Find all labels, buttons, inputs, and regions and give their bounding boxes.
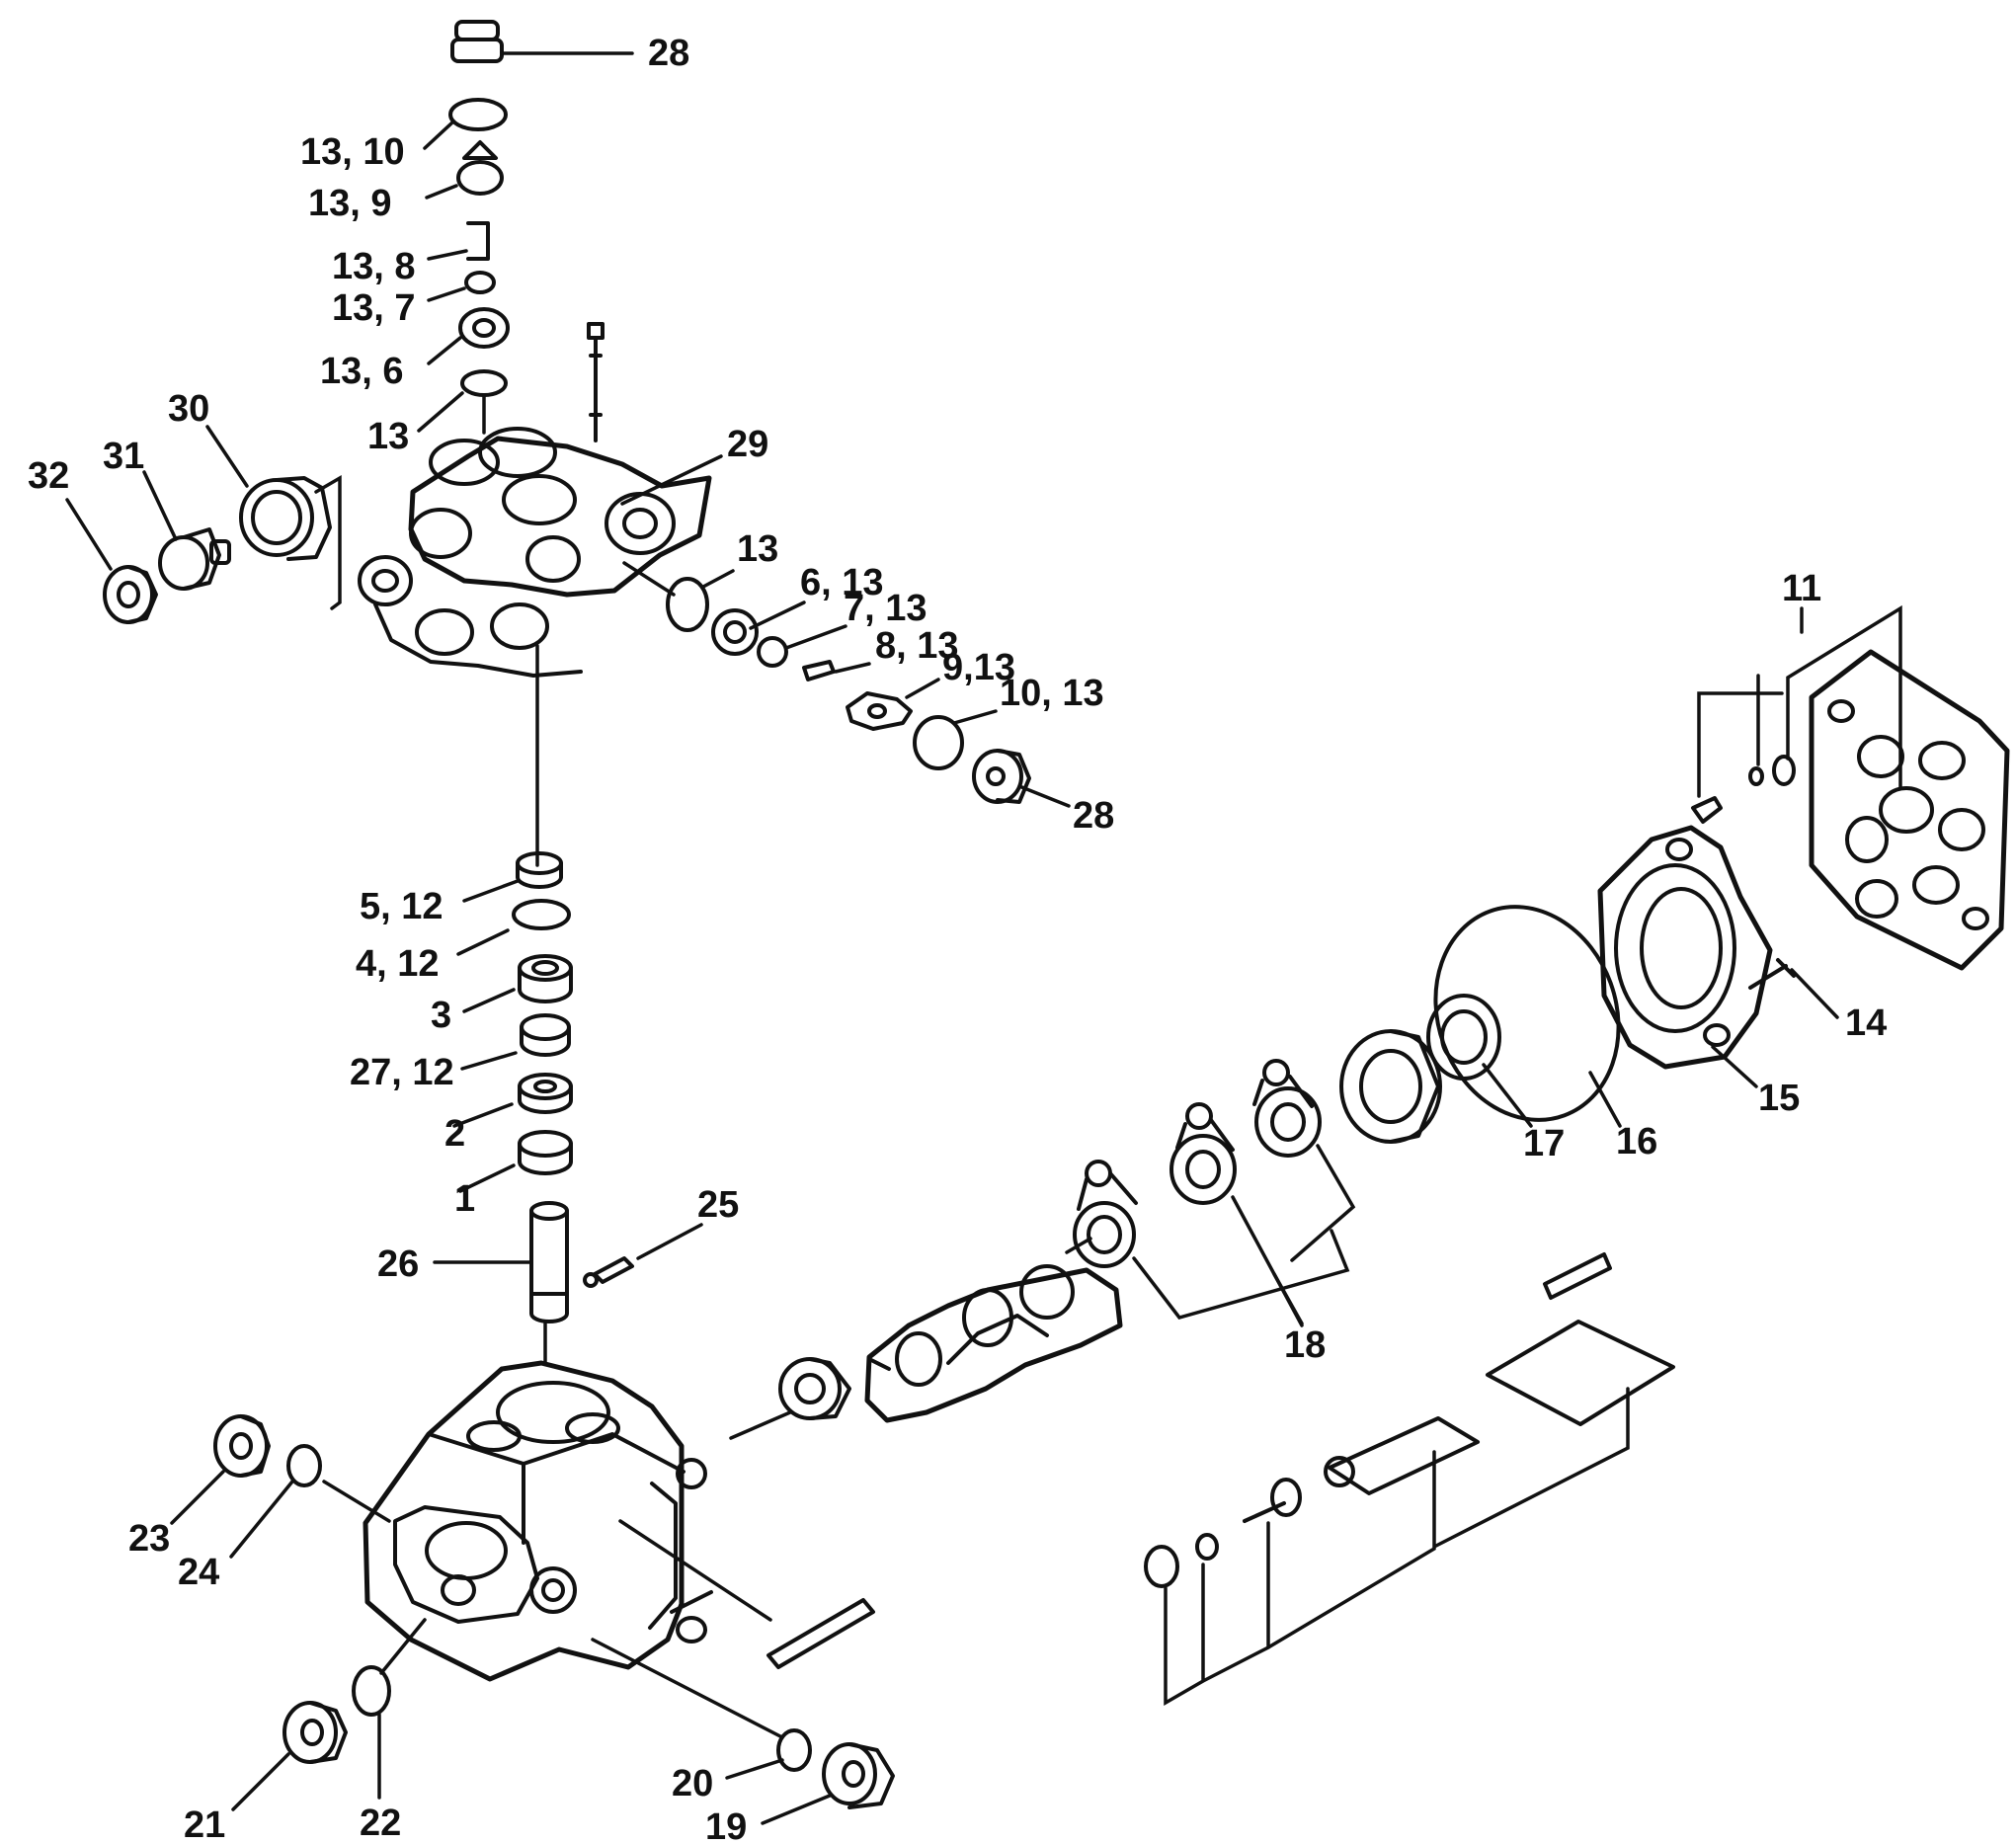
gasket-plate: [1486, 1320, 1675, 1426]
callout-25: 25: [697, 1184, 739, 1226]
callout-5-12: 5, 12: [360, 886, 444, 927]
callout-23: 23: [128, 1518, 170, 1560]
manifold-bolt: [587, 322, 605, 442]
callout-27-12: 27, 12: [350, 1052, 454, 1093]
seal-5-12: [516, 851, 563, 889]
bolt-lower: [1243, 1478, 1302, 1523]
plunger-26: [529, 1201, 569, 1323]
valve-seat-13-6: [458, 307, 510, 349]
o-ring-24: [286, 1444, 322, 1487]
o-ring-4-12: [512, 899, 571, 930]
callout-13-9: 13, 9: [308, 183, 392, 224]
callout-28-right: 28: [1073, 795, 1114, 837]
bearing-right: [1339, 1029, 1442, 1144]
callout-28-top: 28: [648, 33, 689, 74]
valve-disc-7-13: [757, 636, 788, 668]
callout-17: 17: [1523, 1123, 1565, 1164]
manifold-head: [358, 427, 712, 678]
callout-13-6: 13, 6: [320, 351, 404, 392]
o-ring-13-10: [448, 98, 508, 131]
callout-13-top: 13: [367, 416, 409, 457]
callout-31: 31: [103, 436, 144, 477]
valve-seat-6-13: [711, 608, 759, 656]
gasket-16: [1433, 905, 1621, 1122]
o-ring-10-13: [913, 715, 964, 770]
callout-13-8: 13, 8: [332, 246, 416, 287]
retainer-3: [518, 954, 573, 1003]
valve-disc-13-7: [464, 271, 496, 294]
o-ring-13: [460, 369, 508, 397]
pin-25: [583, 1256, 634, 1288]
cap-21: [282, 1701, 348, 1764]
callout-29: 29: [727, 424, 768, 465]
callout-30: 30: [168, 388, 209, 430]
callout-1: 1: [454, 1178, 475, 1220]
callout-3: 3: [431, 995, 451, 1036]
sight-glass-bar: [1543, 1252, 1612, 1300]
bearing-housing-15: [1597, 825, 1773, 1070]
callout-19: 19: [705, 1806, 747, 1844]
seal-27-12: [520, 1013, 571, 1057]
unloader-30: [239, 476, 332, 561]
callout-labels: 28 13, 10 13, 9 13, 8 13, 7 13, 6 13 30 …: [28, 33, 1887, 1844]
bolt-14: [1748, 958, 1796, 990]
washer-lower-b: [1195, 1533, 1219, 1561]
callout-4-12: 4, 12: [356, 943, 440, 985]
washer-lower-a: [1144, 1545, 1179, 1588]
crankcase: [363, 1360, 713, 1682]
callout-10-13: 10, 13: [1000, 673, 1104, 714]
cap-23: [213, 1414, 271, 1478]
oil-level-rod: [1324, 1416, 1480, 1495]
callout-13-10: 13, 10: [300, 131, 405, 173]
valve-cage-9-13: [846, 691, 913, 731]
callout-8-13: 8, 13: [875, 625, 959, 667]
callout-15: 15: [1758, 1078, 1800, 1119]
callout-9-13: 9,13: [942, 647, 1015, 688]
callout-13-right: 13: [737, 528, 778, 570]
callout-11: 11: [1782, 568, 1821, 609]
spring-13-8: [466, 221, 490, 261]
spring-8-13: [802, 660, 836, 681]
plug-28-right: [972, 749, 1031, 804]
callout-2: 2: [444, 1113, 465, 1155]
callout-20: 20: [672, 1763, 713, 1804]
plug-28-top: [450, 20, 504, 63]
fitting-31: [158, 527, 231, 591]
callout-18: 18: [1284, 1324, 1326, 1366]
bearing-left: [778, 1357, 851, 1420]
callout-6-13: 6, 13: [800, 562, 884, 603]
callout-26: 26: [377, 1243, 419, 1285]
seal-1: [518, 1130, 573, 1175]
con-rod-18a: [1073, 1160, 1138, 1268]
oil-seal-17: [1426, 994, 1501, 1081]
top-valve-stack: [417, 20, 634, 435]
cap-32: [103, 565, 158, 624]
callout-14: 14: [1845, 1002, 1887, 1044]
cover-screws: [1691, 755, 1796, 824]
retainer-2: [518, 1073, 573, 1114]
con-rod-18b: [1169, 1102, 1237, 1205]
o-ring-22: [352, 1665, 391, 1717]
callout-22: 22: [360, 1803, 401, 1844]
valve-cage-13-9: [456, 140, 504, 196]
crankshaft: [864, 1264, 1123, 1423]
callout-7-13: 7, 13: [844, 588, 927, 629]
callout-21: 21: [184, 1804, 225, 1844]
callout-24: 24: [178, 1552, 219, 1593]
con-rod-18c: [1252, 1059, 1322, 1158]
o-ring-20: [776, 1728, 812, 1772]
rear-cover-11: [1809, 649, 2010, 971]
callout-16: 16: [1616, 1121, 1657, 1163]
cap-19: [822, 1742, 895, 1809]
callout-13-7: 13, 7: [332, 287, 416, 329]
shaft-key: [766, 1598, 875, 1669]
o-ring-13-right: [666, 577, 709, 632]
callout-32: 32: [28, 455, 69, 497]
